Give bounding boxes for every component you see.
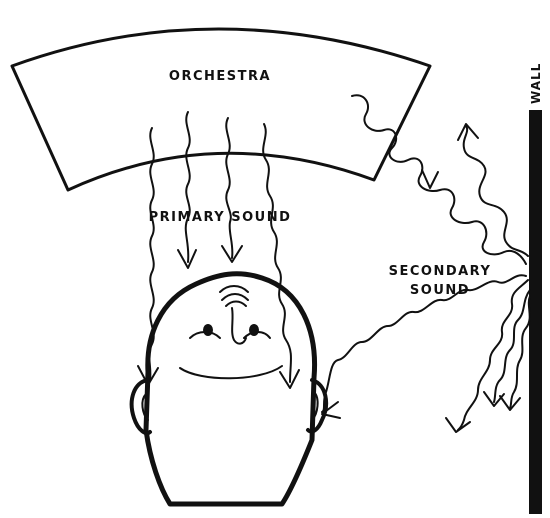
head-left-eye — [203, 324, 213, 336]
listener-head — [132, 274, 326, 504]
head-right-eye — [249, 324, 259, 336]
head-hair-line-1 — [220, 286, 248, 292]
secondary-wave-to-wall-arrow — [422, 170, 438, 188]
head-hair-line-3 — [226, 302, 246, 307]
secondary-wave-reflect-up — [464, 126, 528, 256]
primary-wave-center — [226, 118, 232, 258]
primary-sound-label: PRIMARY SOUND — [149, 210, 292, 225]
primary-wave-center-left — [186, 112, 190, 262]
secondary-wave-to-wall — [352, 95, 526, 264]
head-chin — [180, 366, 282, 378]
secondary-wave-reflect-up-arrow — [458, 124, 478, 140]
wall — [529, 110, 542, 514]
head-hair-line-2 — [222, 294, 248, 300]
wall-label: WALL — [529, 63, 543, 104]
secondary-wave-down-1 — [458, 280, 528, 430]
secondary-wave-down-1-arrow — [446, 418, 470, 432]
primary-wave-center-left-arrow — [178, 250, 196, 268]
secondary-wave-down-3 — [510, 296, 530, 408]
secondary-sound-label-line1: SECONDARY — [389, 264, 492, 279]
primary-wave-right — [263, 124, 291, 382]
orchestra-label: ORCHESTRA — [169, 69, 271, 84]
head-outline — [146, 274, 315, 504]
